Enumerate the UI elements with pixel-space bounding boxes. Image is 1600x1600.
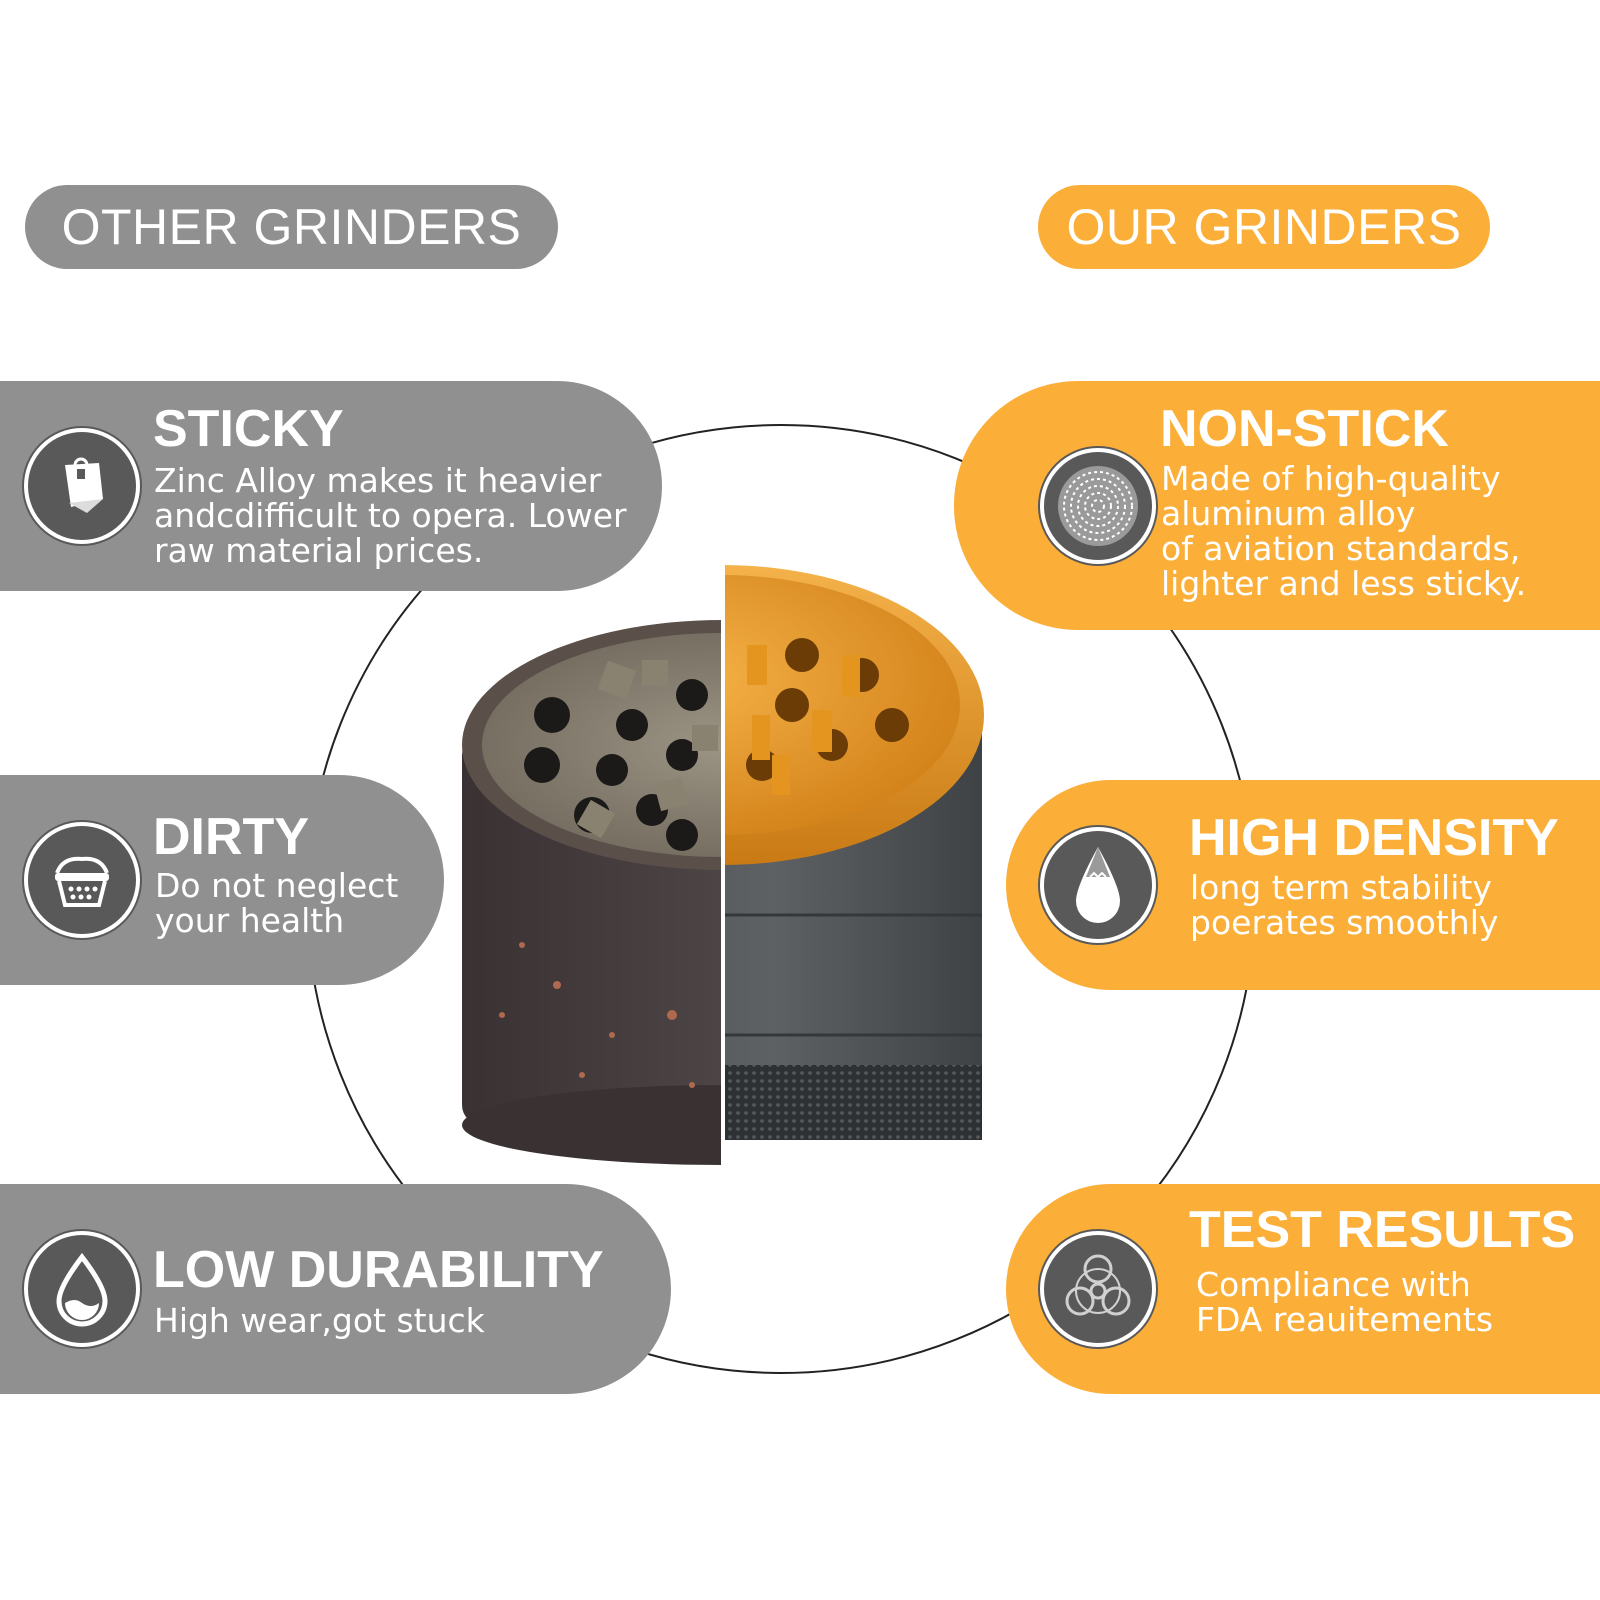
feature-description: long term stability poerates smoothly xyxy=(1190,868,1499,942)
feature-card-sticky: STICKY Zinc Alloy makes it heavier andcd… xyxy=(0,381,662,591)
feature-card-high-density: HIGH DENSITY long term stability poerate… xyxy=(1006,780,1600,990)
feature-title: TEST RESULTS xyxy=(1189,1201,1576,1259)
biohazard-icon xyxy=(1040,1231,1156,1347)
feature-description: Made of high-quality aluminum alloy of a… xyxy=(1161,459,1527,603)
feature-description: Do not neglect your health xyxy=(155,866,399,940)
grinder-teeth-icon xyxy=(1040,447,1156,564)
feature-title: LOW DURABILITY xyxy=(153,1241,604,1299)
feature-title: NON-STICK xyxy=(1160,400,1449,458)
feature-card-dirty: DIRTY Do not neglect your health xyxy=(0,775,444,985)
feature-title: DIRTY xyxy=(153,808,309,866)
basket-icon xyxy=(24,822,140,938)
feature-description: Compliance with FDA reauitements xyxy=(1196,1265,1494,1339)
feature-title: HIGH DENSITY xyxy=(1189,809,1559,867)
grinder-product-image xyxy=(462,565,1002,1175)
feature-card-non-stick: NON-STICK Made of high-quality aluminum … xyxy=(954,381,1600,630)
feature-title: STICKY xyxy=(153,400,344,458)
feature-card-low-durability: LOW DURABILITY High wear,got stuck xyxy=(0,1184,671,1394)
our-grinders-header: OUR GRINDERS xyxy=(1038,185,1490,269)
other-grinders-header: OTHER GRINDERS xyxy=(25,185,558,269)
sticky-note-icon xyxy=(24,428,140,544)
feature-description: High wear,got stuck xyxy=(154,1301,485,1340)
feature-card-test-results: TEST RESULTS Compliance with FDA reauite… xyxy=(1006,1184,1600,1394)
water-drop-icon xyxy=(24,1231,140,1347)
density-drop-icon xyxy=(1040,827,1156,943)
feature-description: Zinc Alloy makes it heavier andcdifficul… xyxy=(154,461,627,570)
